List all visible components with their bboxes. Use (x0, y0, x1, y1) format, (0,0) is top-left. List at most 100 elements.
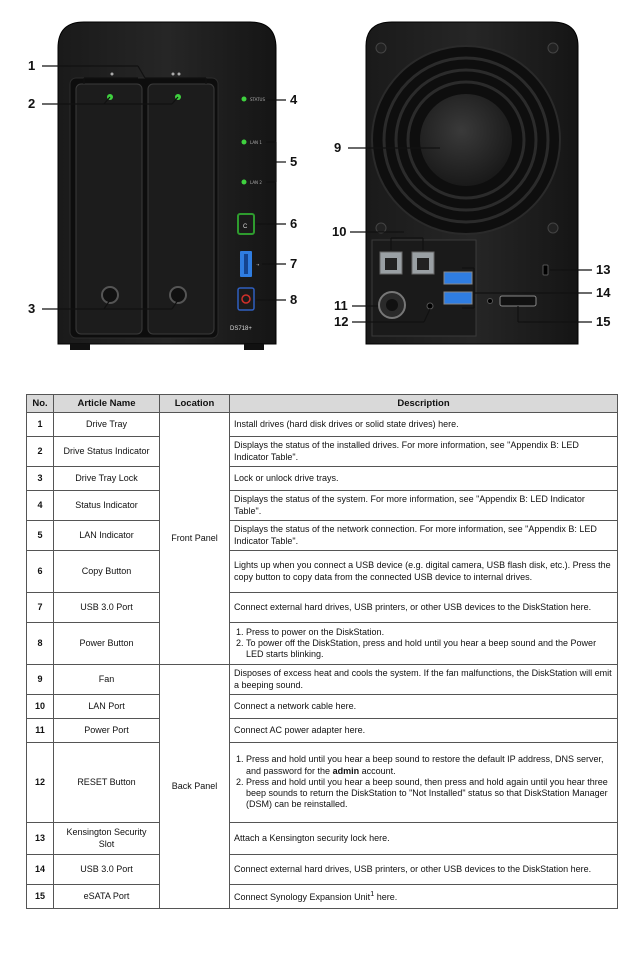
esata-port[interactable] (499, 295, 537, 307)
row-name: Power Port (53, 718, 160, 743)
callout-9: 9 (334, 140, 341, 155)
row-no: 5 (26, 520, 54, 551)
location-front-panel: Front Panel (159, 412, 230, 665)
row-name: Fan (53, 664, 160, 695)
usb-icon: ⇥ (256, 262, 259, 267)
lan1-led-label: LAN 1 (250, 140, 262, 145)
description-text: account. (359, 765, 396, 776)
row-no: 6 (26, 550, 54, 593)
admin-account-text: admin (332, 765, 360, 776)
row-description: Lights up when you connect a USB device … (229, 550, 618, 593)
back-panel-illustration (365, 21, 579, 345)
row-description: Disposes of excess heat and cools the sy… (229, 664, 618, 695)
row-name: RESET Button (53, 742, 160, 823)
copy-button[interactable] (237, 213, 255, 235)
callout-1: 1 (28, 58, 35, 73)
row-name: LAN Indicator (53, 520, 160, 551)
row-name: Drive Status Indicator (53, 436, 160, 467)
table-row: 8 Power Button Press to power on the Dis… (26, 622, 618, 665)
row-name: Copy Button (53, 550, 160, 593)
table-row: 3 Drive Tray Lock Lock or unlock drive t… (26, 466, 618, 491)
table-row: 6 Copy Button Lights up when you connect… (26, 550, 618, 593)
description-item: Press and hold until you hear a beep sou… (246, 754, 613, 777)
description-text: here. (374, 892, 398, 903)
row-name: Power Button (53, 622, 160, 665)
table-row: 9 Fan Back Panel Disposes of excess heat… (26, 664, 618, 909)
row-description: Connect a network cable here. (229, 694, 618, 719)
table-row: 12 RESET Button Press and hold until you… (26, 742, 618, 823)
kensington-slot (542, 264, 549, 276)
row-no: 14 (26, 854, 54, 885)
row-no: 1 (26, 412, 54, 437)
row-description: Connect AC power adapter here. (229, 718, 618, 743)
row-name: USB 3.0 Port (53, 854, 160, 885)
usb-port-back-2[interactable] (443, 291, 473, 305)
lan1-led (241, 139, 247, 145)
row-description: Connect external hard drives, USB printe… (229, 592, 618, 623)
lan2-led-label: LAN 2 (250, 180, 262, 185)
row-name: Drive Tray Lock (53, 466, 160, 491)
description-text: Connect Synology Expansion Unit (234, 892, 371, 903)
callout-7: 7 (290, 256, 297, 271)
status-led-label: STATUS (250, 97, 265, 102)
row-no: 11 (26, 718, 54, 743)
row-no: 7 (26, 592, 54, 623)
description-list: Press and hold until you hear a beep sou… (234, 754, 613, 810)
power-icon (241, 294, 251, 304)
row-name: Drive Tray (53, 412, 160, 437)
description-list: Press to power on the DiskStation. To po… (234, 627, 613, 661)
drive-tray-lock-1[interactable] (101, 286, 119, 304)
header-article-name: Article Name (53, 394, 160, 413)
reset-button[interactable] (426, 302, 434, 310)
row-no: 15 (26, 884, 54, 909)
callout-8: 8 (290, 292, 297, 307)
row-no: 8 (26, 622, 54, 665)
row-name: USB 3.0 Port (53, 592, 160, 623)
row-description: Attach a Kensington security lock here. (229, 822, 618, 855)
table-row: 15 eSATA Port Connect Synology Expansion… (26, 884, 618, 909)
row-name: Kensington Security Slot (53, 822, 160, 855)
row-description: Connect external hard drives, USB printe… (229, 854, 618, 885)
table-row: 2 Drive Status Indicator Displays the st… (26, 436, 618, 467)
power-button-front[interactable] (237, 287, 255, 311)
table-row: 11 Power Port Connect AC power adapter h… (26, 718, 618, 743)
row-name: LAN Port (53, 694, 160, 719)
row-description: Install drives (hard disk drives or soli… (229, 412, 618, 437)
description-text: Press and hold until you hear a beep sou… (246, 754, 604, 776)
footnote-marker: 1 (370, 889, 375, 899)
front-panel-illustration: STATUS LAN 1 LAN 2 C ⇥ DS718+ (57, 21, 277, 350)
table-header-row: No. Article Name Location Description (26, 394, 618, 413)
callout-6: 6 (290, 216, 297, 231)
usb-port-back-1[interactable] (443, 271, 473, 285)
row-description: Displays the status of the network conne… (229, 520, 618, 551)
row-no: 10 (26, 694, 54, 719)
row-description: Displays the status of the installed dri… (229, 436, 618, 467)
row-no: 3 (26, 466, 54, 491)
description-item: Press and hold until you hear a beep sou… (246, 777, 613, 811)
callout-4: 4 (290, 92, 298, 107)
header-location: Location (159, 394, 230, 413)
table-row: 10 LAN Port Connect a network cable here… (26, 694, 618, 719)
callout-numbers: 1 2 3 4 5 6 7 8 9 10 11 12 13 14 15 (28, 58, 611, 329)
header-no: No. (26, 394, 54, 413)
device-diagram: STATUS LAN 1 LAN 2 C ⇥ DS718+ (28, 21, 611, 350)
description-item: To power off the DiskStation, press and … (246, 638, 613, 661)
row-description: Connect Synology Expansion Unit1 here. (229, 884, 618, 909)
row-name: Status Indicator (53, 490, 160, 521)
description-item: Press to power on the DiskStation. (246, 627, 613, 638)
drive-tray-lock-2[interactable] (169, 286, 187, 304)
row-no: 2 (26, 436, 54, 467)
callout-3: 3 (28, 301, 35, 316)
table-row: 4 Status Indicator Displays the status o… (26, 490, 618, 521)
table-row: 1 Drive Tray Front Panel Install drives … (26, 412, 618, 665)
status-led (241, 96, 247, 102)
hardware-spec-table: No. Article Name Location Description 1 … (26, 394, 618, 909)
row-description: Press and hold until you hear a beep sou… (229, 742, 618, 823)
callout-lines (42, 65, 592, 323)
header-description: Description (229, 394, 618, 413)
row-description: Lock or unlock drive trays. (229, 466, 618, 491)
callout-15: 15 (596, 314, 610, 329)
table-row: 7 USB 3.0 Port Connect external hard dri… (26, 592, 618, 623)
row-description: Press to power on the DiskStation. To po… (229, 622, 618, 665)
callout-14: 14 (596, 285, 611, 300)
